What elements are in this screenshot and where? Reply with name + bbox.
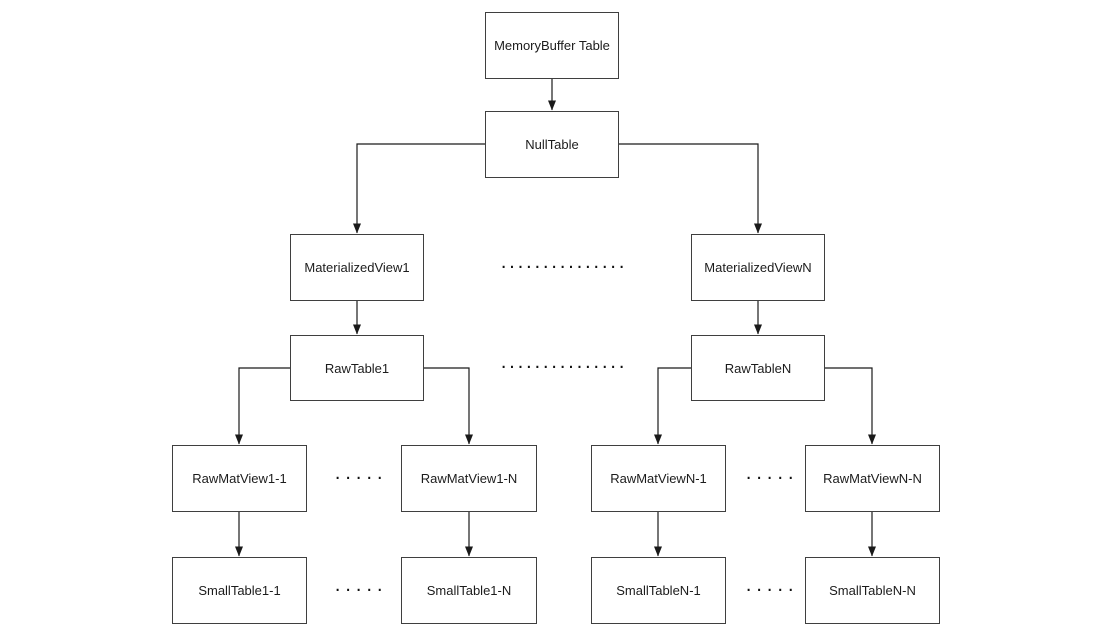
edge-nulltable-to-materializedviewn [619,143,762,234]
edge-rawtable1-to-rawmatview1-n [424,367,473,445]
ellipsis-materialized-views: ··············· [500,260,627,274]
node-small-table-n-n: SmallTableN-N [805,557,940,624]
edge-rawtablen-to-rawmatviewn-n [825,367,876,445]
edge-rawtablen-to-rawmatviewn-1 [654,367,691,445]
node-raw-mat-view-n-n: RawMatViewN-N [805,445,940,512]
node-materialized-view-1: MaterializedView1 [290,234,424,301]
node-raw-mat-view-1-1: RawMatView1-1 [172,445,307,512]
ellipsis-small-tables-n: ····· [745,583,798,597]
node-null-table: NullTable [485,111,619,178]
node-materialized-view-n: MaterializedViewN [691,234,825,301]
node-small-table-n-1: SmallTableN-1 [591,557,726,624]
ellipsis-raw-mat-views-n: ····· [745,471,798,485]
node-raw-table-n: RawTableN [691,335,825,401]
node-raw-mat-view-1-n: RawMatView1-N [401,445,537,512]
ellipsis-raw-mat-views-1: ····· [334,471,387,485]
ellipsis-small-tables-1: ····· [334,583,387,597]
edge-rawtable1-to-rawmatview1-1 [235,367,290,445]
edge-nulltable-to-materializedview1 [353,143,485,234]
node-small-table-1-n: SmallTable1-N [401,557,537,624]
node-raw-table-1: RawTable1 [290,335,424,401]
node-raw-mat-view-n-1: RawMatViewN-1 [591,445,726,512]
ellipsis-raw-tables: ··············· [500,360,627,374]
node-small-table-1-1: SmallTable1-1 [172,557,307,624]
node-memory-buffer-table: MemoryBuffer Table [485,12,619,79]
